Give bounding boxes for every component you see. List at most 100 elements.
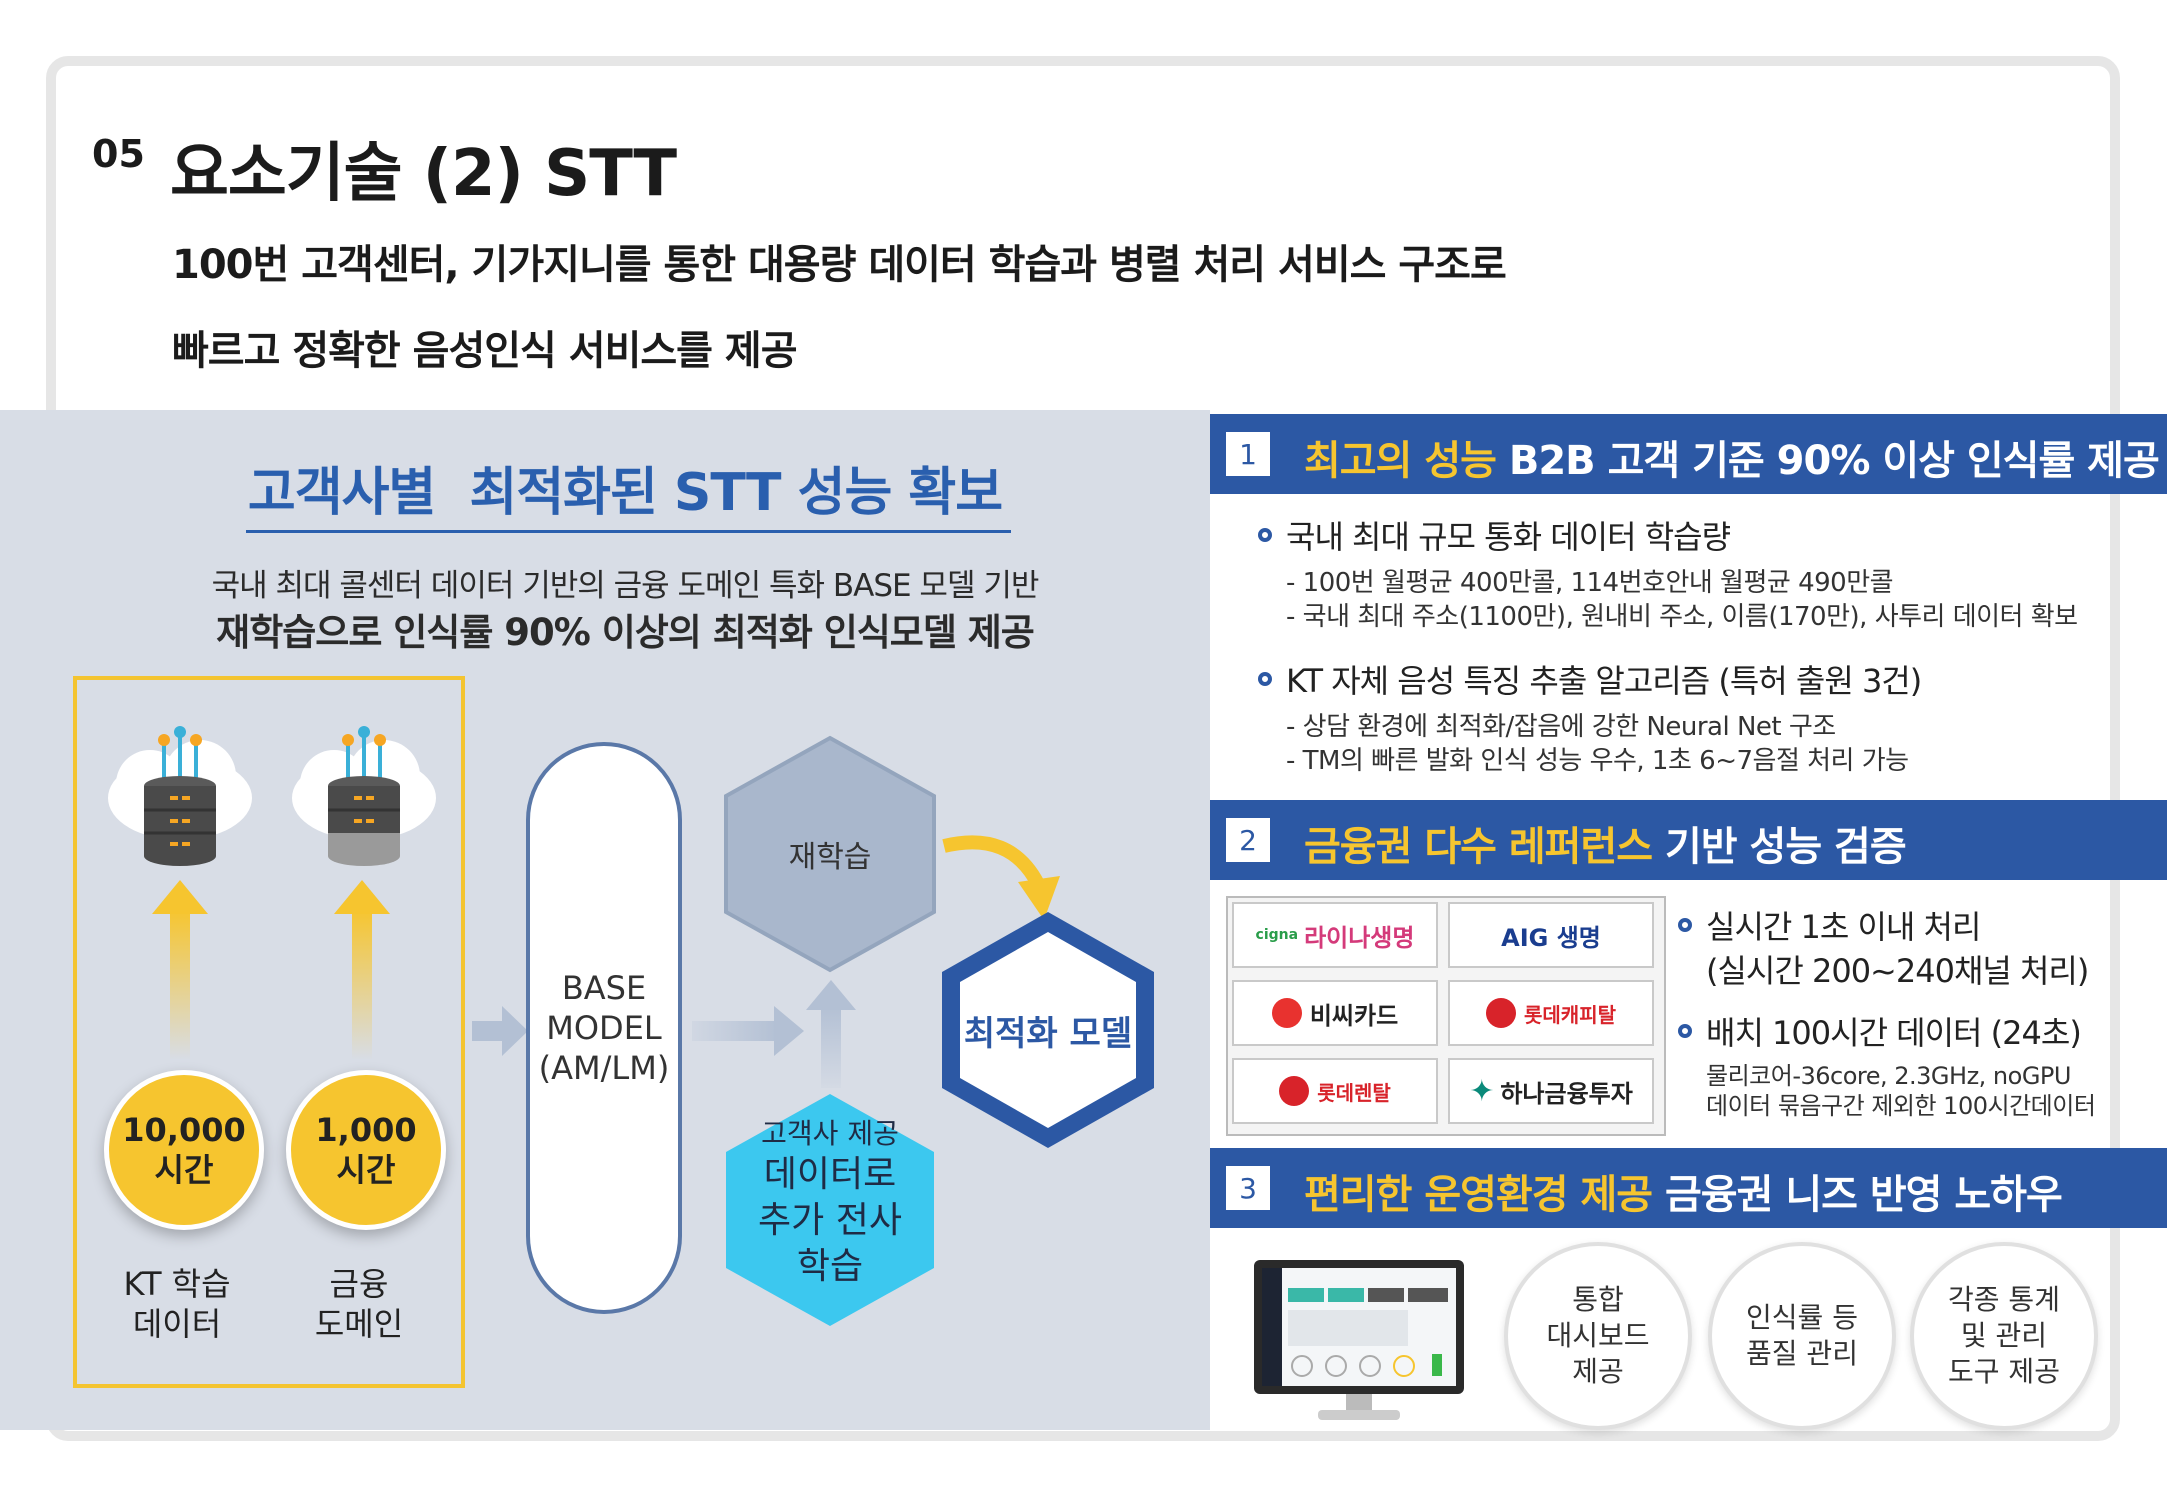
right-arrow-icon [472,1006,528,1056]
section-1-number: 1 [1226,432,1270,476]
section-2-number: 2 [1226,818,1270,862]
feature-line: 통합 [1572,1283,1624,1316]
retrain-hexagon [724,735,936,973]
feature-line: 각종 통계 [1948,1283,2060,1316]
logo-sub: cigna [1255,927,1299,943]
customer-data-label: 고객사 제공 데이터로 추가 전사 학습 [722,1116,938,1290]
up-arrow-icon [334,880,390,1060]
section-3-heading: 편리한 운영환경 제공 금융권 니즈 반영 노하우 [1304,1162,2063,1220]
logo-lotte-capital: 롯데캐피탈 [1448,980,1654,1046]
feature-dashboard: 통합 대시보드 제공 [1504,1242,1692,1430]
hana-icon: ✦ [1469,1073,1495,1109]
logo-text: 롯데캐피탈 [1524,1002,1616,1027]
customer-data-line: 고객사 제공 [761,1117,899,1150]
left-panel-title: 고객사별 최적화된 STT 성능 확보 [247,463,1003,523]
heading-highlight: 편리한 운영환경 제공 [1304,1172,1653,1218]
base-model-line: BASE [561,969,647,1007]
title-underline [246,530,1011,533]
left-desc-line-1: 국내 최대 콜센터 데이터 기반의 금융 도메인 특화 BASE 모델 기반 [211,568,1040,604]
section-2-header [1210,800,2167,880]
section-1-header [1210,414,2167,494]
label-line: 금융 [329,1265,389,1303]
label-line: 도메인 [314,1305,404,1343]
optimized-model-label: 최적화 모델 [963,1014,1133,1054]
sub-text: - 상담 환경에 최적화/잡음에 강한 Neural Net 구조 [1286,712,1836,742]
feature-line: 인식률 등 [1746,1301,1858,1334]
bullet-text: KT 자체 음성 특징 추출 알고리즘 (특허 출원 3건) [1286,662,1922,700]
amount: 1,000 [315,1111,417,1149]
bullet-text: 국내 최대 규모 통화 데이터 학습량 [1286,518,1731,556]
feature-quality: 인식률 등 품질 관리 [1708,1242,1896,1430]
sub-text: 물리코어-36core, 2.3GHz, noGPU [1706,1062,2071,1090]
logo-text: 하나금융투자 [1500,1079,1633,1108]
bullet-text-2: (실시간 200~240채널 처리) [1706,952,2089,990]
bc-icon [1271,998,1302,1028]
sub-text: - 국내 최대 주소(1100만), 원내비 주소, 이름(170만), 사투리… [1286,602,2078,632]
section-1-heading: 최고의 성능 B2B 고객 기준 90% 이상 인식률 제공 [1304,428,2160,486]
base-model: BASE MODEL (AM/LM) [526,742,682,1314]
logo-text: 비씨카드 [1309,1001,1399,1030]
feature-line: 품질 관리 [1746,1337,1858,1370]
label-line: KT 학습 [123,1265,231,1303]
heading-rest: 기반 성능 검증 [1652,824,1907,870]
logo-text: 라이나생명 [1304,923,1415,952]
base-model-line: MODEL [546,1009,662,1047]
base-model-line: (AM/LM) [538,1049,670,1087]
left-desc-line-2: 재학습으로 인식률 90% 이상의 최적화 인식모델 제공 [216,611,1035,654]
finance-domain-label: 금융 도메인 [259,1264,459,1344]
up-arrow-icon [806,980,856,1088]
unit: 시간 [154,1151,214,1189]
finance-data-amount-circle: 1,000 시간 [286,1070,446,1230]
lotte-icon [1486,998,1516,1028]
label-line: 데이터 [132,1305,222,1343]
curved-arrow-icon [942,835,1060,920]
logo-aig: AIG 생명 [1448,902,1654,968]
subtitle-line-1: 100번 고객센터, 기가지니를 통한 대용량 데이터 학습과 병렬 처리 서비… [172,242,1507,288]
customer-data-hexagon [726,1094,934,1326]
heading-highlight: 최고의 성능 [1304,438,1497,484]
logo-bccard: 비씨카드 [1232,980,1438,1046]
heading-rest: B2B 고객 기준 90% 이상 인식률 제공 [1495,438,2160,484]
bullet-text: 실시간 1초 이내 처리 [1706,908,1981,946]
feature-statistics: 각종 통계 및 관리 도구 제공 [1910,1242,2098,1430]
heading-highlight: 금융권 다수 레퍼런스 [1304,824,1653,870]
lotte-icon [1279,1076,1310,1106]
logo-lina: cigna 라이나생명 [1232,902,1438,968]
amount: 10,000 [122,1111,246,1149]
kt-data-amount-circle: 10,000 시간 [104,1070,264,1230]
cloud-server-icon [108,726,252,866]
bullet-text: 배치 100시간 데이터 (24초) [1706,1014,2082,1052]
dashboard-monitor-icon [1254,1260,1464,1420]
training-data-box [73,676,465,1388]
retrain-label: 재학습 [788,840,872,875]
feature-line: 및 관리 [1960,1319,2048,1352]
feature-line: 제공 [1572,1355,1624,1388]
subtitle-line-2: 빠르고 정확한 음성인식 서비스를 제공 [172,328,798,374]
logo-text: 롯데렌탈 [1317,1080,1391,1105]
customer-data-line: 학습 [796,1246,864,1287]
section-3-number: 3 [1226,1166,1270,1210]
right-arrow-icon [692,1006,804,1056]
page-title: 요소기술 (2) STT [170,137,677,211]
unit: 시간 [336,1151,396,1189]
customer-data-line: 데이터로 [763,1154,897,1195]
kt-data-label: KT 학습 데이터 [77,1264,277,1344]
section-3-header [1210,1148,2167,1228]
bullet-icon [1678,918,1692,932]
sub-text: - 100번 월평균 400만콜, 114번호안내 월평균 490만콜 [1286,568,1894,598]
logo-lotte-rental: 롯데렌탈 [1232,1058,1438,1124]
customer-data-line: 추가 전사 [758,1200,902,1241]
sub-text: - TM의 빠른 발화 인식 성능 우수, 1초 6~7음절 처리 가능 [1286,746,1909,776]
feature-line: 대시보드 [1546,1319,1650,1352]
section-2-heading: 금융권 다수 레퍼런스 기반 성능 검증 [1304,814,1907,872]
logo-hana: ✦ 하나금융투자 [1448,1058,1654,1124]
bullet-icon [1678,1024,1692,1038]
sub-text: 데이터 묶음구간 제외한 100시간데이터 [1706,1092,2096,1120]
up-arrow-icon [152,880,208,1060]
section-number: 05 [92,132,145,176]
cloud-server-icon [292,726,436,866]
bullet-icon [1258,672,1272,686]
bullet-icon [1258,528,1272,542]
heading-rest: 금융권 니즈 반영 노하우 [1652,1172,2063,1218]
optimized-model-hexagon [942,912,1154,1148]
